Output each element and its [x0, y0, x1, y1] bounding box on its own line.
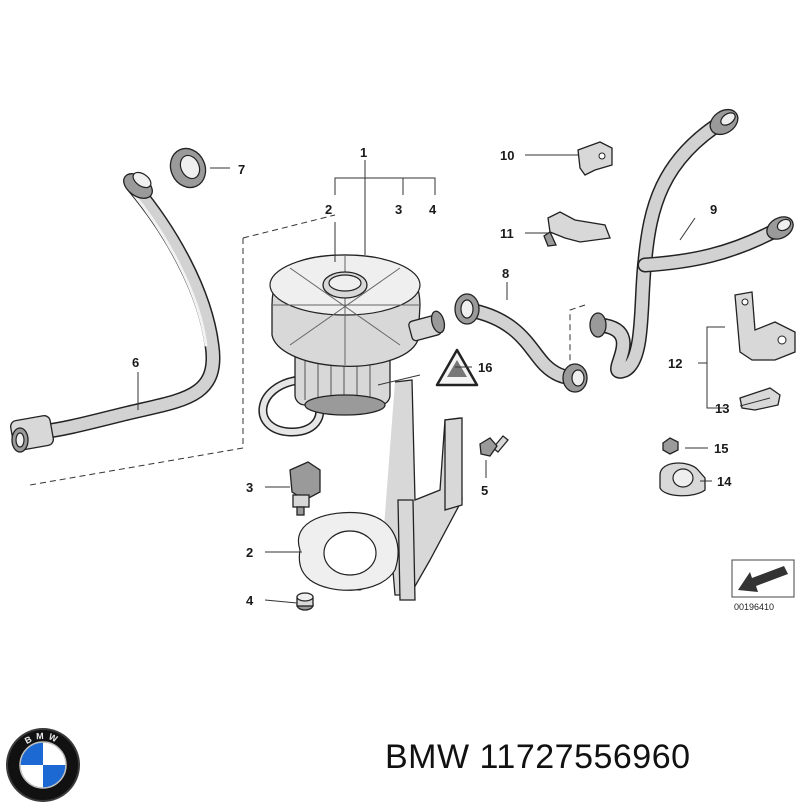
callout-6: 6 — [132, 355, 139, 370]
grommet-7 — [169, 147, 207, 189]
bolt-5 — [479, 435, 509, 457]
part-number: 11727556960 — [479, 738, 691, 776]
callout-12: 12 — [668, 356, 682, 371]
callout-14: 14 — [717, 474, 732, 489]
view-arrow-icon — [738, 566, 788, 592]
bmw-logo: BMW — [6, 728, 80, 802]
clip-13 — [739, 387, 781, 411]
assembly-dashed-lines — [29, 214, 586, 486]
callout-5: 5 — [481, 483, 488, 498]
bracket-12 — [734, 291, 796, 361]
clamp-14 — [659, 462, 706, 497]
hose-6-bottom-connector — [9, 415, 55, 453]
callout-8: 8 — [502, 266, 509, 281]
callout-9: 9 — [710, 202, 717, 217]
drawing-number: 00196410 — [734, 602, 774, 612]
callout-4-lower: 4 — [246, 593, 254, 608]
callout-2-lower: 2 — [246, 545, 253, 560]
connector-3 — [289, 461, 321, 516]
callout-labels: 1 2 3 4 7 6 10 11 8 9 12 13 15 14 16 5 3… — [132, 145, 732, 608]
callout-1: 1 — [360, 145, 367, 160]
hose-9 — [589, 108, 794, 379]
nut-15 — [662, 437, 679, 455]
valve-bracket-11 — [543, 211, 611, 247]
callout-10: 10 — [500, 148, 514, 163]
support-bracket-2 — [297, 379, 463, 601]
callout-7: 7 — [238, 162, 245, 177]
nut-4 — [296, 592, 314, 611]
callout-13: 13 — [715, 401, 729, 416]
bracket-10 — [577, 141, 613, 176]
air-pump-1 — [258, 254, 446, 437]
hose-6 — [9, 171, 221, 453]
callout-4-upper: 4 — [429, 202, 437, 217]
hose-6-top-clamp — [123, 171, 153, 199]
brand-name: BMW — [385, 738, 470, 776]
drawing-reference: 00196410 — [731, 559, 795, 612]
callout-11: 11 — [500, 226, 514, 241]
callout-3-upper: 3 — [395, 202, 402, 217]
callout-15: 15 — [714, 441, 728, 456]
hose-8 — [454, 293, 588, 393]
part-caption: BMW 11727556960 — [385, 738, 691, 777]
callout-3-lower: 3 — [246, 480, 253, 495]
leader-lines — [137, 154, 771, 604]
callout-16: 16 — [478, 360, 492, 375]
callout-2-upper: 2 — [325, 202, 332, 217]
